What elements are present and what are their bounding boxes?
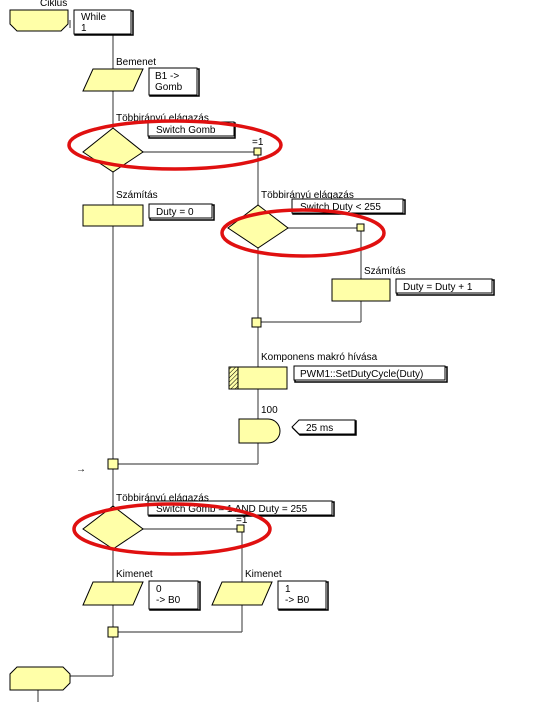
merge-connector	[107, 626, 119, 638]
calc1-text: Duty = 0	[156, 207, 194, 218]
decision3-label: Többirányú elágazás	[116, 493, 209, 504]
stray-mark: →	[76, 464, 86, 475]
input-block-bemenet[interactable]: Bemenet B1 ->Gomb	[82, 57, 200, 97]
highlight-ring-1	[67, 119, 283, 171]
decision1-branch: =1	[252, 137, 264, 148]
merge-connector	[107, 458, 119, 470]
merge-connector	[251, 317, 262, 328]
calc2-label: Számítás	[364, 266, 406, 277]
branch-connector	[236, 524, 245, 533]
delay-text: 25 ms	[306, 423, 333, 434]
loop-label: Ciklus	[40, 0, 67, 9]
connector-lines	[37, 20, 362, 702]
branch-connector	[356, 223, 365, 232]
macro-call-block[interactable]: Komponens makró hívása PWM1::SetDutyCycl…	[228, 352, 448, 390]
loop-end-block[interactable]	[9, 666, 71, 691]
decision-block-switch-duty[interactable]: Többirányú elágazás Switch Duty < 255	[220, 190, 406, 258]
decision-block-switch-gomb[interactable]: Többirányú elágazás Switch Gomb =1	[67, 113, 283, 173]
decision-block-switch-gomb-and-duty[interactable]: Többirányú elágazás Switch Gomb = 1 AND …	[72, 493, 335, 556]
decision2-label: Többirányú elágazás	[261, 190, 354, 201]
decision1-condition: Switch Gomb	[156, 125, 216, 136]
delay-label: 100	[261, 405, 278, 416]
branch-connector	[253, 147, 262, 156]
calc2-text: Duty = Duty + 1	[403, 282, 473, 293]
output2-text: 1-> B0	[285, 584, 310, 606]
macro-label: Komponens makró hívása	[261, 352, 378, 363]
macro-text: PWM1::SetDutyCycle(Duty)	[300, 369, 423, 380]
highlight-ring-3	[72, 502, 272, 556]
decision1-label: Többirányú elágazás	[116, 113, 209, 124]
input1-label: Bemenet	[116, 57, 156, 68]
decision3-branch: =1	[236, 515, 248, 526]
highlight-ring-2	[220, 208, 386, 258]
calc1-label: Számítás	[116, 190, 158, 201]
output1-text: 0-> B0	[156, 584, 181, 606]
decision2-condition: Switch Duty < 255	[300, 202, 381, 213]
input1-text: B1 ->Gomb	[155, 71, 183, 93]
output-block-1[interactable]: Kimenet 1-> B0	[211, 569, 329, 611]
output2-label: Kimenet	[245, 569, 282, 580]
output-block-0[interactable]: Kimenet 0-> B0	[82, 569, 201, 611]
delay-block[interactable]: 100 25 ms	[238, 405, 357, 444]
output1-label: Kimenet	[116, 569, 153, 580]
calculation-block-duty-increment[interactable]: Számítás Duty = Duty + 1	[331, 266, 495, 302]
calculation-block-duty-0[interactable]: Számítás Duty = 0	[82, 190, 215, 227]
